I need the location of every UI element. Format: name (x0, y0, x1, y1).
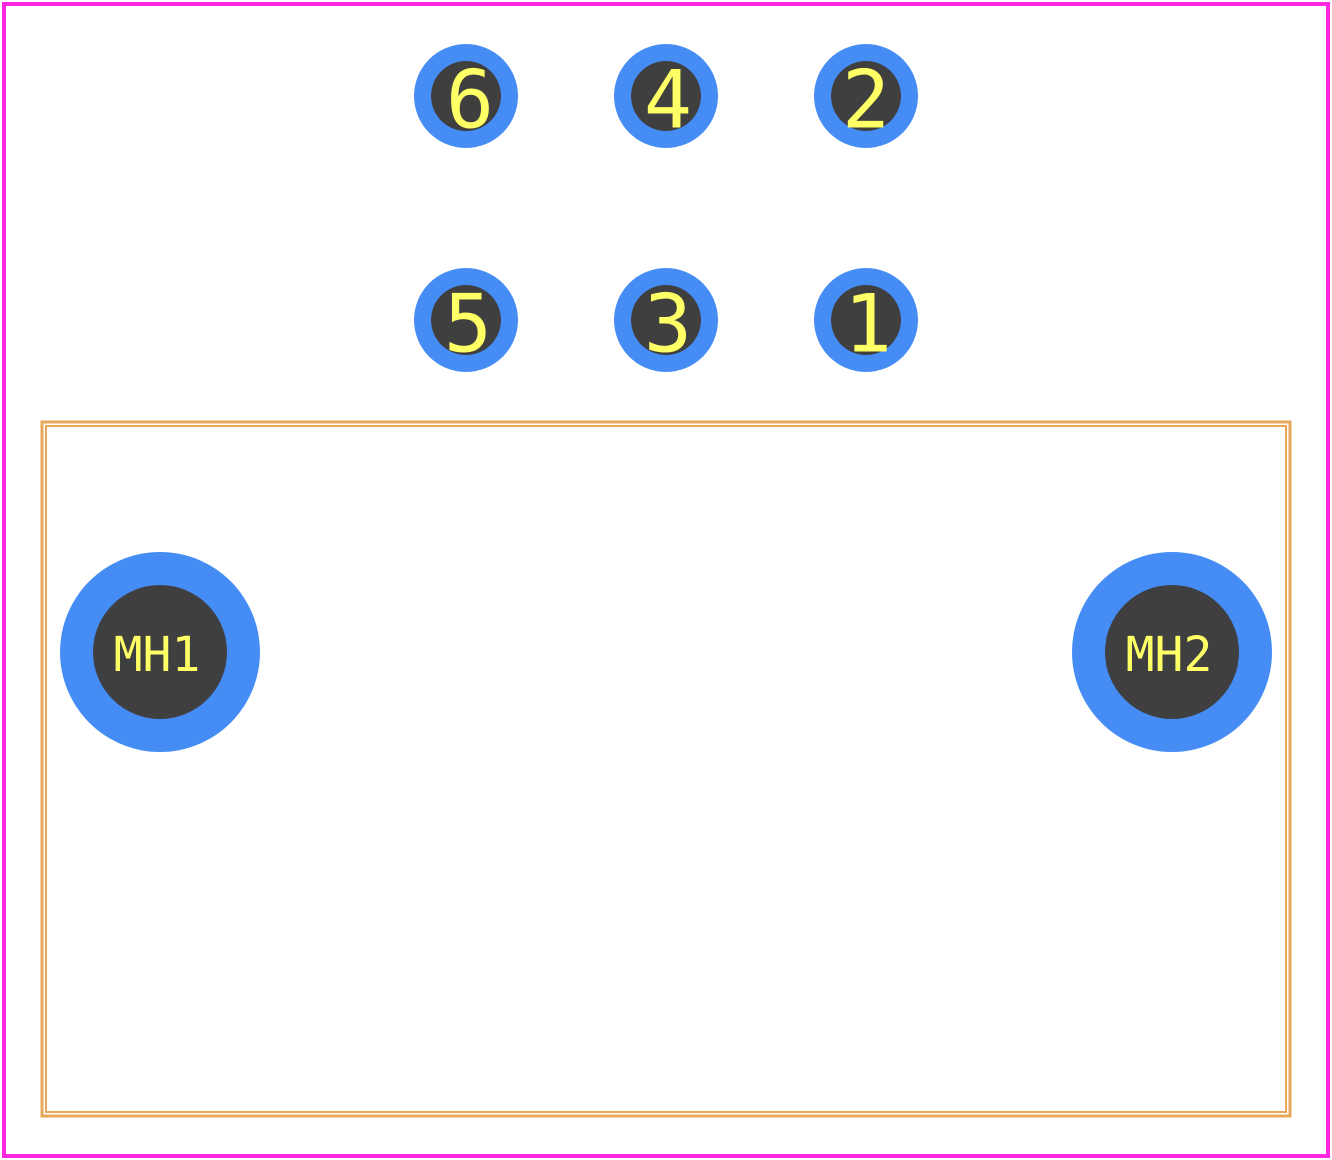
drill-hole (631, 61, 701, 131)
pad-label: 2 (842, 54, 890, 147)
pad-5[interactable]: 5 (414, 268, 518, 372)
drill-hole (1105, 585, 1239, 719)
pad-label: 6 (446, 54, 494, 147)
pad-3[interactable]: 3 (614, 268, 718, 372)
drill-hole (93, 585, 227, 719)
drill-hole (431, 61, 501, 131)
pad-6[interactable]: 6 (414, 44, 518, 148)
drill-hole (431, 285, 501, 355)
silkscreen-outline-inner (45, 425, 1287, 1113)
pad-1[interactable]: 1 (814, 268, 918, 372)
pad-label: 1 (844, 278, 892, 371)
pad-4[interactable]: 4 (614, 44, 718, 148)
pad-label: 5 (444, 278, 492, 371)
mounting-hole-mh2[interactable]: MH2 (1072, 552, 1272, 752)
pad-label: MH1 (114, 627, 201, 683)
drill-hole (831, 61, 901, 131)
pad-2[interactable]: 2 (814, 44, 918, 148)
pad-label: 4 (644, 54, 692, 147)
pad-label: 3 (644, 278, 692, 371)
drill-hole (631, 285, 701, 355)
mounting-hole-mh1[interactable]: MH1 (60, 552, 260, 752)
pad-label: MH2 (1126, 627, 1213, 683)
silkscreen-outline-outer (40, 420, 1292, 1118)
drill-hole (831, 285, 901, 355)
